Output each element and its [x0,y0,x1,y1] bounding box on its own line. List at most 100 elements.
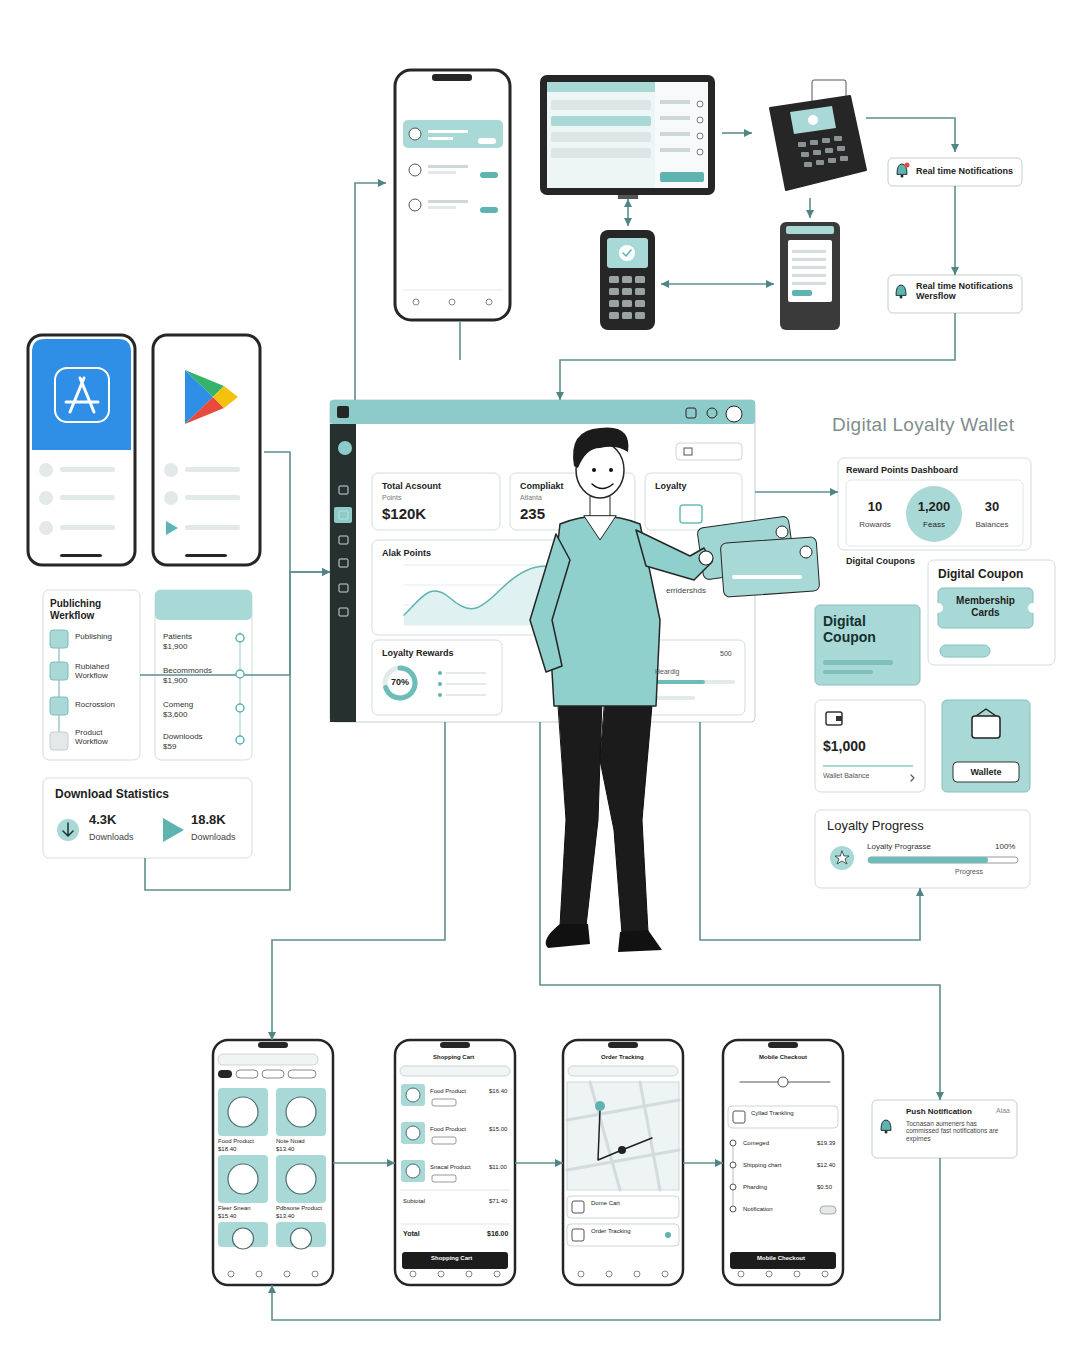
node-text: Snacal Product [430,1164,471,1171]
illustration-rect [428,130,468,133]
illustration-circle [406,1088,420,1102]
illustration-rect [339,608,348,616]
phone-contents [218,1042,838,1277]
node-text: $12.40 [817,1162,835,1169]
illustration-rect [801,152,809,157]
illustration-rect [432,1175,456,1182]
illustration-circle [438,671,442,675]
illustration-rect [339,486,348,494]
illustration-path [58,648,60,732]
info-card-shape [155,590,252,760]
illustration-rect [567,1224,679,1246]
illustration-rect [792,274,826,277]
illustration-circle [738,1271,744,1277]
illustration-rect [810,140,818,145]
illustration-rect [730,1252,836,1269]
illustration-path [623,250,631,256]
illustration-path [618,930,662,952]
illustration-rect [572,1201,584,1213]
node-text: Alaa [996,1107,1010,1115]
illustration-circle [438,682,442,686]
connector-arrow [140,572,330,675]
node-text: Yotal [403,1230,420,1238]
illustration-circle [228,1097,258,1127]
info-card-shape [372,640,502,715]
illustration-rect [185,495,240,500]
illustration-rect [572,1229,584,1241]
info-card: Download Statistics4.3KDownloads18.8KDow… [43,778,252,858]
info-card-shape [815,700,925,792]
illustration-circle [634,1271,640,1277]
info-card: Alak Points [372,540,642,635]
phone-device [395,70,510,320]
illustration-rect [655,82,708,188]
illustration-rect [547,82,708,188]
illustration-rect [660,148,690,152]
flow-line [809,198,811,218]
illustration-rect [728,1106,838,1128]
info-card-shape [815,810,1030,888]
illustration-rect [440,1042,470,1048]
illustration-rect [823,660,893,665]
illustration-circle [778,1077,788,1087]
illustration-rect [258,1042,288,1048]
illustration-rect [55,368,109,422]
illustration-rect [816,160,824,165]
illustration-circle [609,468,613,472]
connector-arrow [755,491,838,493]
illustration-circle [291,1228,312,1249]
illustration-rect [401,1160,425,1182]
node-text: Shipping chart [743,1162,781,1169]
illustration-rect [622,300,632,307]
illustration-path [896,285,906,295]
illustration-rect [432,1099,456,1106]
teal-card-shape [815,605,920,685]
info-card: Loyalty [645,473,742,530]
illustration-rect [446,672,486,674]
illustration-rect [622,312,632,319]
illustration-circle [697,117,703,123]
illustration-path [166,521,178,535]
illustration-circle [256,1271,262,1277]
node-text: 30 [967,500,1017,515]
illustration-circle [697,149,703,155]
illustration-path [558,700,602,926]
illustration-rect [660,172,704,182]
notification-box: Push NotificationAlaaTocnasan aumeners h… [872,1100,1017,1158]
node-text: 4.3K [89,813,116,828]
info-card: Loyalty ProgressLoyalty Prograsse100%Pro… [815,810,1030,888]
illustration-circle [286,1097,316,1127]
info-card: 500Heardig [645,640,745,715]
node-text: Alak Points [382,548,431,558]
node-text: Downloads [191,832,236,842]
illustration-circle [730,1140,736,1146]
illustration-rect [622,288,632,295]
illustration-circle [486,299,492,305]
node-text: Order Tracking [601,1054,644,1061]
illustration-rect [834,136,842,141]
illustration-rect [680,505,702,523]
illustration-rect [600,230,655,330]
illustration-rect [288,1070,316,1078]
illustration-circle [595,1101,605,1111]
node-text: Feass [909,520,959,529]
node-text: Wallete [952,767,1020,777]
illustration-circle [312,1271,318,1277]
node-text: Dome Cart [591,1200,620,1207]
illustration-rect [540,75,715,195]
node-text: Subtotal [403,1198,425,1205]
illustration-rect [676,443,742,460]
illustration-rect [50,732,68,750]
illustration-rect [547,82,655,92]
node-text: Loyalty [655,481,687,491]
illustration-rect [330,400,755,424]
illustration-rect [218,1054,318,1065]
handheld-terminal [600,230,655,330]
illustration-path [213,386,238,408]
illustration-rect [792,266,826,269]
illustration-circle [409,128,421,140]
node-text: Real time Notifications Wersflow [916,281,1016,302]
node-text: $11.00 [489,1164,507,1171]
illustration-rect [218,1070,232,1078]
